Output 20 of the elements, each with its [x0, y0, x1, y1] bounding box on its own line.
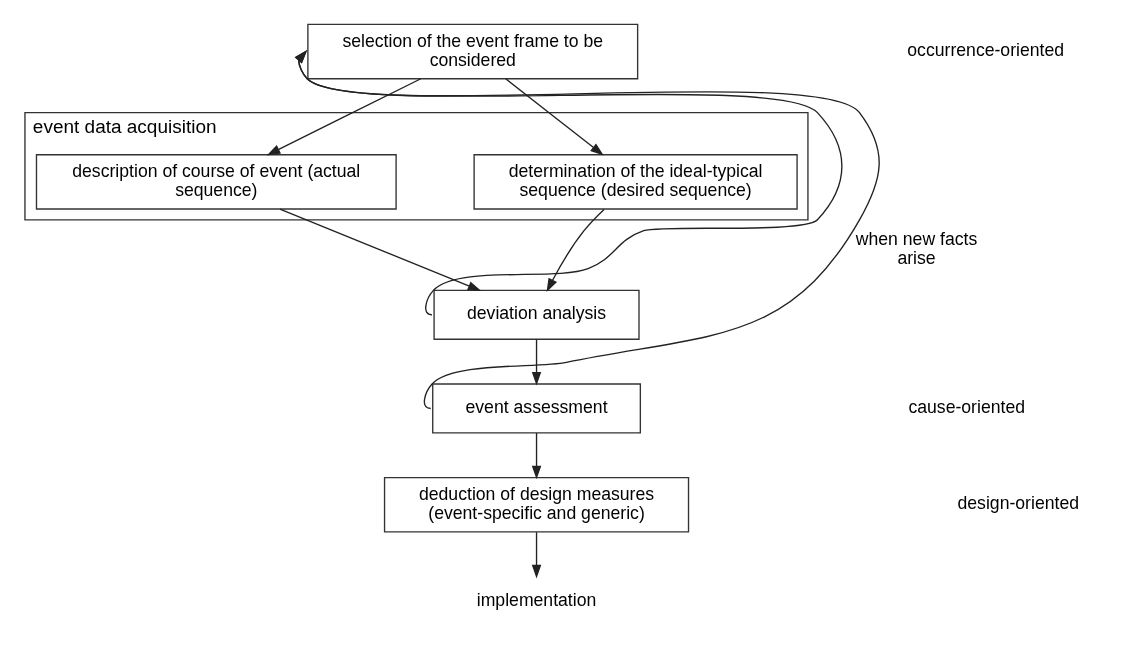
node-box: deduction of design measures (event-specific and generic)	[383, 477, 690, 533]
arrow	[279, 208, 482, 292]
arrow	[546, 208, 605, 292]
node-box: deviation analysis	[433, 289, 640, 340]
node-box: description of course of event (actual sequence)	[35, 154, 397, 210]
node-text: implementation	[476, 589, 597, 610]
label: cause-oriented	[908, 397, 1025, 418]
node-box: selection of the event frame to be considered	[307, 23, 639, 80]
arrow	[266, 78, 422, 156]
arrow	[531, 531, 542, 579]
arrow	[505, 78, 604, 156]
edge-label: when new facts arise	[855, 228, 978, 268]
label: design-oriented	[957, 493, 1080, 514]
node-box: event assessment	[432, 383, 642, 434]
arrow	[294, 50, 843, 316]
node-box: determination of the ideal-typical sequence (desired sequence)	[473, 154, 798, 210]
label: occurrence-oriented	[907, 40, 1065, 61]
arrow	[531, 338, 542, 386]
arrow	[531, 432, 542, 480]
arrow	[294, 50, 880, 410]
